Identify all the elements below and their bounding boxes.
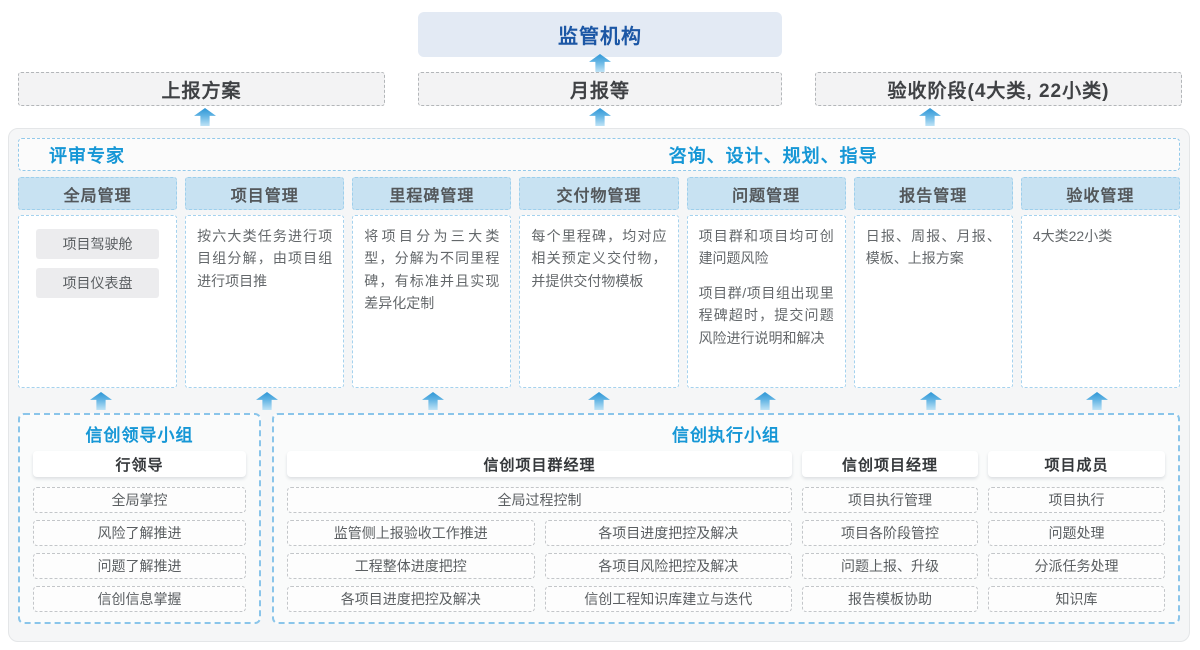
execution-group-box: 信创执行小组 信创项目群经理 全局过程控制 监管侧上报验收工作推进 各项目进度把… — [272, 413, 1180, 624]
role-program-manager: 信创项目群经理 — [287, 451, 792, 477]
program-manager-section: 信创项目群经理 全局过程控制 监管侧上报验收工作推进 各项目进度把控及解决 工程… — [287, 451, 792, 612]
chip-project-dashboard: 项目仪表盘 — [36, 268, 160, 298]
column-body: 将项目分为三大类型，分解为不同里程碑，有标准并且实现差异化定制 — [352, 215, 512, 388]
list-item: 知识库 — [988, 586, 1165, 612]
column-header: 全局管理 — [18, 177, 178, 210]
up-arrow-icon — [920, 392, 942, 410]
issue-paragraph: 项目群和项目均可创建问题风险 — [698, 228, 834, 267]
role-project-manager: 信创项目经理 — [802, 451, 978, 477]
consulting-design-label: 咨询、设计、规划、指导 — [668, 145, 878, 166]
list-item: 项目执行 — [988, 487, 1165, 513]
column-header: 问题管理 — [686, 177, 846, 210]
role-project-member: 项目成员 — [988, 451, 1165, 477]
acceptance-stage-label: 验收阶段(4大类, 22小类) — [887, 80, 1110, 102]
column-header: 项目管理 — [185, 177, 345, 210]
column-header: 里程碑管理 — [352, 177, 512, 210]
up-arrow-icon — [754, 392, 776, 410]
module-columns: 全局管理 项目驾驶舱 项目仪表盘 项目管理 按六大类任务进行项目组分解，由项目组… — [18, 177, 1180, 388]
chip-project-cockpit: 项目驾驶舱 — [36, 229, 160, 259]
column-project-management: 项目管理 按六大类任务进行项目组分解，由项目组进行项目推 — [185, 177, 345, 388]
up-arrow-icon — [589, 108, 611, 126]
list-item: 各项目进度把控及解决 — [544, 520, 792, 546]
column-body: 项目驾驶舱 项目仪表盘 — [18, 215, 178, 388]
project-manager-section: 信创项目经理 项目执行管理 项目各阶段管控 问题上报、升级 报告模板协助 — [802, 451, 978, 612]
up-arrow-icon — [1086, 392, 1108, 410]
list-item: 监管侧上报验收工作推进 — [287, 520, 535, 546]
column-body: 每个里程碑，均对应相关预定义交付物，并提供交付物模板 — [519, 215, 679, 388]
list-item: 问题上报、升级 — [802, 553, 978, 579]
platform-container: 评审专家 咨询、设计、规划、指导 全局管理 项目驾驶舱 项目仪表盘 项目管理 按… — [8, 128, 1190, 642]
up-arrow-icon — [422, 392, 444, 410]
issue-paragraph: 项目群/项目组出现里程碑超时，提交问题风险进行说明和解决 — [698, 284, 834, 346]
list-item: 各项目进度把控及解决 — [287, 586, 535, 612]
member-items: 项目执行 问题处理 分派任务处理 知识库 — [988, 487, 1165, 612]
regulator-label: 监管机构 — [558, 26, 642, 48]
column-deliverable-management: 交付物管理 每个里程碑，均对应相关预定义交付物，并提供交付物模板 — [519, 177, 679, 388]
regulator-box: 监管机构 — [418, 12, 782, 57]
review-experts-label: 评审专家 — [49, 145, 125, 166]
column-arrows-row — [18, 392, 1180, 410]
list-item: 问题处理 — [988, 520, 1165, 546]
list-item: 信创信息掌握 — [33, 586, 246, 612]
list-item: 项目执行管理 — [802, 487, 978, 513]
column-header: 验收管理 — [1020, 177, 1180, 210]
list-item: 全局掌控 — [33, 487, 246, 513]
list-item: 工程整体进度把控 — [287, 553, 535, 579]
report-plan-label: 上报方案 — [161, 80, 242, 102]
column-body: 按六大类任务进行项目组分解，由项目组进行项目推 — [185, 215, 345, 388]
list-item: 报告模板协助 — [802, 586, 978, 612]
report-plan-box: 上报方案 — [18, 72, 385, 106]
column-global-management: 全局管理 项目驾驶舱 项目仪表盘 — [18, 177, 178, 388]
up-arrow-icon — [588, 392, 610, 410]
leadership-group-box: 信创领导小组 行领导 全局掌控 风险了解推进 问题了解推进 信创信息掌握 — [18, 413, 261, 624]
up-arrow-icon — [90, 392, 112, 410]
execution-columns: 信创项目群经理 全局过程控制 监管侧上报验收工作推进 各项目进度把控及解决 工程… — [287, 451, 1165, 612]
column-header: 交付物管理 — [519, 177, 679, 210]
list-item: 风险了解推进 — [33, 520, 246, 546]
up-arrow-icon — [194, 108, 216, 126]
list-item: 信创工程知识库建立与迭代 — [544, 586, 792, 612]
leadership-group-title: 信创领导小组 — [85, 426, 194, 445]
role-bank-leader: 行领导 — [33, 451, 246, 477]
list-item: 项目各阶段管控 — [802, 520, 978, 546]
leadership-items: 全局掌控 风险了解推进 问题了解推进 信创信息掌握 — [33, 487, 246, 612]
list-item: 各项目风险把控及解决 — [544, 553, 792, 579]
project-manager-items: 项目执行管理 项目各阶段管控 问题上报、升级 报告模板协助 — [802, 487, 978, 612]
program-manager-items: 监管侧上报验收工作推进 各项目进度把控及解决 工程整体进度把控 各项目风险把控及… — [287, 520, 792, 612]
monthly-report-label: 月报等 — [569, 80, 630, 102]
list-item: 问题了解推进 — [33, 553, 246, 579]
up-arrow-icon — [256, 392, 278, 410]
monthly-report-box: 月报等 — [418, 72, 782, 106]
list-item: 全局过程控制 — [287, 487, 792, 513]
list-item: 分派任务处理 — [988, 553, 1165, 579]
column-acceptance-management: 验收管理 4大类22小类 — [1020, 177, 1180, 388]
execution-group-title: 信创执行小组 — [672, 426, 780, 445]
project-members-section: 项目成员 项目执行 问题处理 分派任务处理 知识库 — [988, 451, 1165, 612]
up-arrow-icon — [919, 108, 941, 126]
column-body: 项目群和项目均可创建问题风险 项目群/项目组出现里程碑超时，提交问题风险进行说明… — [686, 215, 846, 388]
column-milestone-management: 里程碑管理 将项目分为三大类型，分解为不同里程碑，有标准并且实现差异化定制 — [352, 177, 512, 388]
column-report-management: 报告管理 日报、周报、月报、模板、上报方案 — [853, 177, 1013, 388]
column-body: 4大类22小类 — [1020, 215, 1180, 388]
expert-bar: 评审专家 咨询、设计、规划、指导 — [18, 138, 1180, 171]
bottom-groups: 信创领导小组 行领导 全局掌控 风险了解推进 问题了解推进 信创信息掌握 信创执… — [18, 413, 1180, 624]
column-header: 报告管理 — [853, 177, 1013, 210]
column-issue-management: 问题管理 项目群和项目均可创建问题风险 项目群/项目组出现里程碑超时，提交问题风… — [686, 177, 846, 388]
column-body: 日报、周报、月报、模板、上报方案 — [853, 215, 1013, 388]
acceptance-stage-box: 验收阶段(4大类, 22小类) — [815, 72, 1182, 106]
